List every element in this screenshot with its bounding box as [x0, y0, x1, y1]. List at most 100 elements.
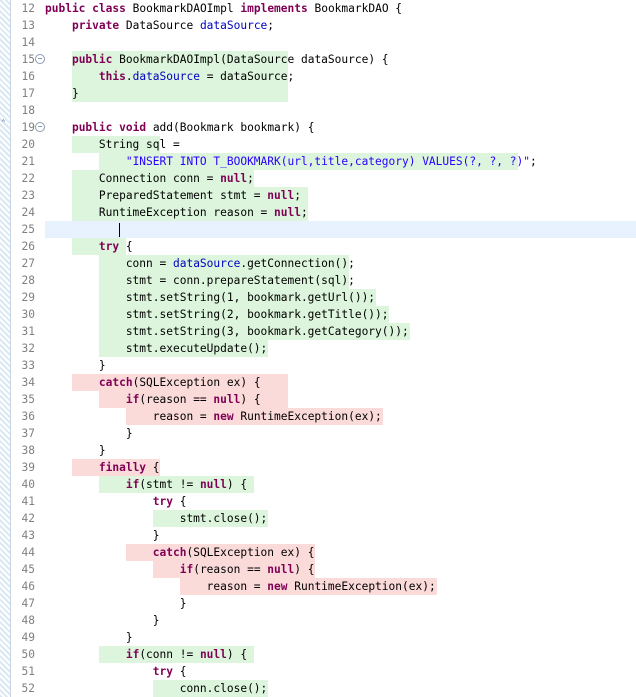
- code-line[interactable]: 38 }: [0, 442, 636, 459]
- code-line[interactable]: 17 }: [0, 85, 636, 102]
- code-text[interactable]: "INSERT INTO T_BOOKMARK(url,title,catego…: [125, 155, 537, 168]
- code-text[interactable]: reason = new RuntimeException(ex);: [45, 580, 436, 593]
- code-line[interactable]: 26 try {: [0, 238, 636, 255]
- code-line[interactable]: 19− public void add(Bookmark bookmark) {: [0, 119, 636, 136]
- code-text[interactable]: catch(SQLException ex) {: [98, 376, 261, 389]
- code-line[interactable]: 27 conn = dataSource.getConnection();: [0, 255, 636, 272]
- code-text[interactable]: try {: [98, 240, 133, 253]
- code-text[interactable]: if(reason == null) {: [125, 393, 261, 406]
- code-line[interactable]: 30 stmt.setString(2, bookmark.getTitle()…: [0, 306, 636, 323]
- removed-line-highlight: [72, 459, 160, 476]
- line-number: 42: [21, 512, 35, 525]
- code-line[interactable]: 35 if(reason == null) {: [0, 391, 636, 408]
- line-number: 50: [21, 648, 35, 661]
- code-line[interactable]: 21 "INSERT INTO T_BOOKMARK(url,title,cat…: [0, 153, 636, 170]
- code-text[interactable]: }: [45, 631, 133, 644]
- line-number: 47: [21, 597, 35, 610]
- code-line[interactable]: 33 }: [0, 357, 636, 374]
- code-text[interactable]: if(reason == null) {: [179, 563, 315, 576]
- code-line[interactable]: 20 String sql =: [0, 136, 636, 153]
- code-line[interactable]: 51 try {: [0, 663, 636, 680]
- code-text[interactable]: stmt.close();: [45, 512, 268, 525]
- collapse-marker-icon[interactable]: ⌃: [1, 118, 6, 127]
- code-line[interactable]: 22 Connection conn = null;: [0, 170, 636, 187]
- code-line[interactable]: 40 if(stmt != null) {: [0, 476, 636, 493]
- code-line[interactable]: 42 stmt.close();: [0, 510, 636, 527]
- code-text[interactable]: stmt = conn.prepareStatement(sql);: [45, 274, 355, 287]
- code-line[interactable]: 28 stmt = conn.prepareStatement(sql);: [0, 272, 636, 289]
- code-line[interactable]: 49 }: [0, 629, 636, 646]
- code-line[interactable]: 41 try {: [0, 493, 636, 510]
- code-line[interactable]: 43 }: [0, 527, 636, 544]
- removed-line-highlight: [180, 578, 437, 595]
- added-line-highlight: [99, 153, 518, 170]
- code-line[interactable]: 13 private DataSource dataSource;: [0, 17, 636, 34]
- code-line[interactable]: 15− public BookmarkDAOImpl(DataSource da…: [0, 51, 636, 68]
- current-line-highlight: [45, 221, 636, 238]
- code-line[interactable]: 47 }: [0, 595, 636, 612]
- code-text[interactable]: reason = new RuntimeException(ex);: [45, 410, 382, 423]
- code-text[interactable]: finally {: [98, 461, 160, 474]
- code-text[interactable]: if(conn != null) {: [125, 648, 248, 661]
- line-number: 24: [21, 206, 35, 219]
- code-line[interactable]: 24 RuntimeException reason = null;: [0, 204, 636, 221]
- line-number: 16: [21, 70, 35, 83]
- line-number: 14: [21, 36, 35, 49]
- code-line[interactable]: 48 }: [0, 612, 636, 629]
- code-text[interactable]: stmt.setString(2, bookmark.getTitle());: [45, 308, 389, 321]
- overview-ruler[interactable]: ⌃: [0, 0, 11, 697]
- removed-line-highlight: [153, 561, 315, 578]
- code-text[interactable]: stmt.executeUpdate();: [45, 342, 268, 355]
- code-text[interactable]: if(stmt != null) {: [125, 478, 248, 491]
- code-text[interactable]: conn = dataSource.getConnection();: [45, 257, 355, 270]
- code-text[interactable]: String sql =: [45, 138, 180, 151]
- fold-toggle-icon[interactable]: −: [35, 54, 45, 64]
- added-line-highlight: [99, 323, 410, 340]
- code-text[interactable]: try {: [152, 665, 187, 678]
- code-line[interactable]: 46 reason = new RuntimeException(ex);: [0, 578, 636, 595]
- fold-toggle-icon[interactable]: −: [35, 122, 45, 132]
- code-text[interactable]: public class BookmarkDAOImpl implements …: [45, 2, 403, 15]
- code-line[interactable]: 44 catch(SQLException ex) {: [0, 544, 636, 561]
- code-text[interactable]: RuntimeException reason = null;: [45, 206, 308, 219]
- code-line[interactable]: 39 finally {: [0, 459, 636, 476]
- code-text[interactable]: this.dataSource = dataSource;: [98, 70, 295, 83]
- code-line[interactable]: 23 PreparedStatement stmt = null;: [0, 187, 636, 204]
- code-text[interactable]: private DataSource dataSource;: [71, 19, 275, 32]
- code-text[interactable]: }: [45, 614, 160, 627]
- added-line-highlight: [153, 680, 268, 697]
- code-text[interactable]: }: [45, 359, 106, 372]
- code-text[interactable]: try {: [152, 495, 187, 508]
- code-line[interactable]: 37 }: [0, 425, 636, 442]
- code-text[interactable]: public void add(Bookmark bookmark) {: [71, 121, 315, 134]
- code-line[interactable]: 34 catch(SQLException ex) {: [0, 374, 636, 391]
- code-text[interactable]: }: [45, 444, 106, 457]
- code-line[interactable]: 29 stmt.setString(1, bookmark.getUrl());: [0, 289, 636, 306]
- code-line[interactable]: 25: [0, 221, 636, 238]
- line-number: 28: [21, 274, 35, 287]
- code-text[interactable]: stmt.setString(3, bookmark.getCategory()…: [45, 325, 409, 338]
- code-line[interactable]: 14: [0, 34, 636, 51]
- code-text[interactable]: catch(SQLException ex) {: [152, 546, 315, 559]
- code-line[interactable]: 36 reason = new RuntimeException(ex);: [0, 408, 636, 425]
- code-text[interactable]: stmt.setString(1, bookmark.getUrl());: [45, 291, 376, 304]
- code-line[interactable]: 50 if(conn != null) {: [0, 646, 636, 663]
- line-number: 26: [21, 240, 35, 253]
- code-line[interactable]: 32 stmt.executeUpdate();: [0, 340, 636, 357]
- code-line[interactable]: 31 stmt.setString(3, bookmark.getCategor…: [0, 323, 636, 340]
- code-text[interactable]: }: [45, 529, 160, 542]
- code-text[interactable]: public BookmarkDAOImpl(DataSource dataSo…: [71, 53, 389, 66]
- code-line[interactable]: 16 this.dataSource = dataSource;: [0, 68, 636, 85]
- code-text[interactable]: }: [45, 87, 79, 100]
- code-text[interactable]: conn.close();: [45, 682, 268, 695]
- code-line[interactable]: 52 conn.close();: [0, 680, 636, 697]
- code-line[interactable]: 45 if(reason == null) {: [0, 561, 636, 578]
- code-text[interactable]: Connection conn = null;: [45, 172, 254, 185]
- code-text[interactable]: PreparedStatement stmt = null;: [45, 189, 301, 202]
- code-line[interactable]: 18: [0, 102, 636, 119]
- code-text[interactable]: }: [45, 427, 133, 440]
- code-text[interactable]: }: [45, 597, 187, 610]
- removed-line-highlight: [72, 374, 288, 391]
